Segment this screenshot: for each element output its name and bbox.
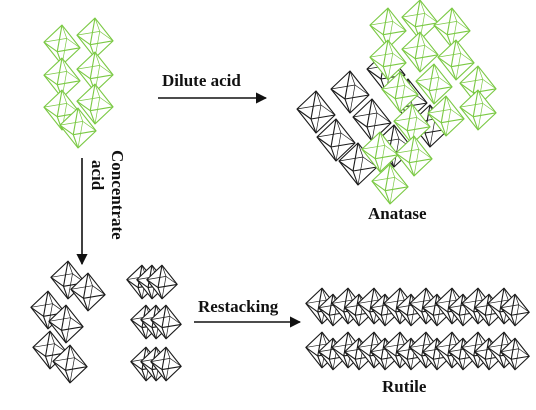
black-octahedron bbox=[330, 70, 370, 114]
green-octahedron bbox=[381, 71, 419, 113]
green-octahedron bbox=[401, 0, 439, 41]
black-octahedron bbox=[370, 337, 400, 371]
black-octahedron bbox=[150, 346, 182, 382]
green-octahedron bbox=[433, 7, 471, 49]
black-octahedron bbox=[370, 293, 400, 327]
green-octahedron bbox=[76, 17, 114, 59]
black-octahedron bbox=[338, 142, 378, 186]
black-octahedron bbox=[344, 337, 374, 371]
dilute-acid-label: Dilute acid bbox=[162, 71, 241, 90]
black-octahedron bbox=[296, 90, 336, 134]
green-octahedron bbox=[459, 89, 497, 131]
anatase-structure bbox=[296, 0, 497, 205]
black-octahedron bbox=[352, 98, 392, 142]
separated-octahedra-pairs bbox=[30, 260, 106, 384]
concentrate-label: Concentrate bbox=[108, 150, 127, 240]
green-octahedron bbox=[395, 135, 433, 177]
green-octahedron bbox=[59, 107, 97, 149]
green-octahedron bbox=[415, 63, 453, 105]
green-octahedron bbox=[437, 39, 475, 81]
source-green-octahedra-chain bbox=[43, 17, 114, 149]
green-octahedron bbox=[427, 95, 465, 137]
green-octahedron bbox=[371, 163, 409, 205]
black-octahedron bbox=[474, 293, 504, 327]
acid-label: acid bbox=[88, 160, 107, 191]
black-octahedron bbox=[474, 337, 504, 371]
black-octahedron bbox=[500, 337, 530, 371]
anatase-green-octahedra bbox=[361, 0, 497, 205]
green-octahedron bbox=[76, 83, 114, 125]
rutile-label: Rutile bbox=[382, 377, 427, 396]
black-octahedron bbox=[52, 344, 88, 384]
green-octahedron bbox=[401, 31, 439, 73]
black-octahedron bbox=[316, 118, 356, 162]
anatase-label: Anatase bbox=[368, 204, 427, 223]
restacking-label: Restacking bbox=[198, 297, 279, 316]
black-octahedron bbox=[70, 272, 106, 312]
green-octahedron bbox=[369, 39, 407, 81]
rutile-structure bbox=[305, 287, 530, 371]
black-octahedron bbox=[150, 304, 182, 340]
green-octahedron bbox=[43, 24, 81, 66]
black-octahedron bbox=[500, 293, 530, 327]
black-octahedron bbox=[146, 264, 178, 300]
separated-octahedra-stacks bbox=[126, 264, 182, 382]
green-octahedron bbox=[76, 51, 114, 93]
green-octahedron bbox=[361, 131, 399, 173]
black-octahedron bbox=[48, 304, 84, 344]
